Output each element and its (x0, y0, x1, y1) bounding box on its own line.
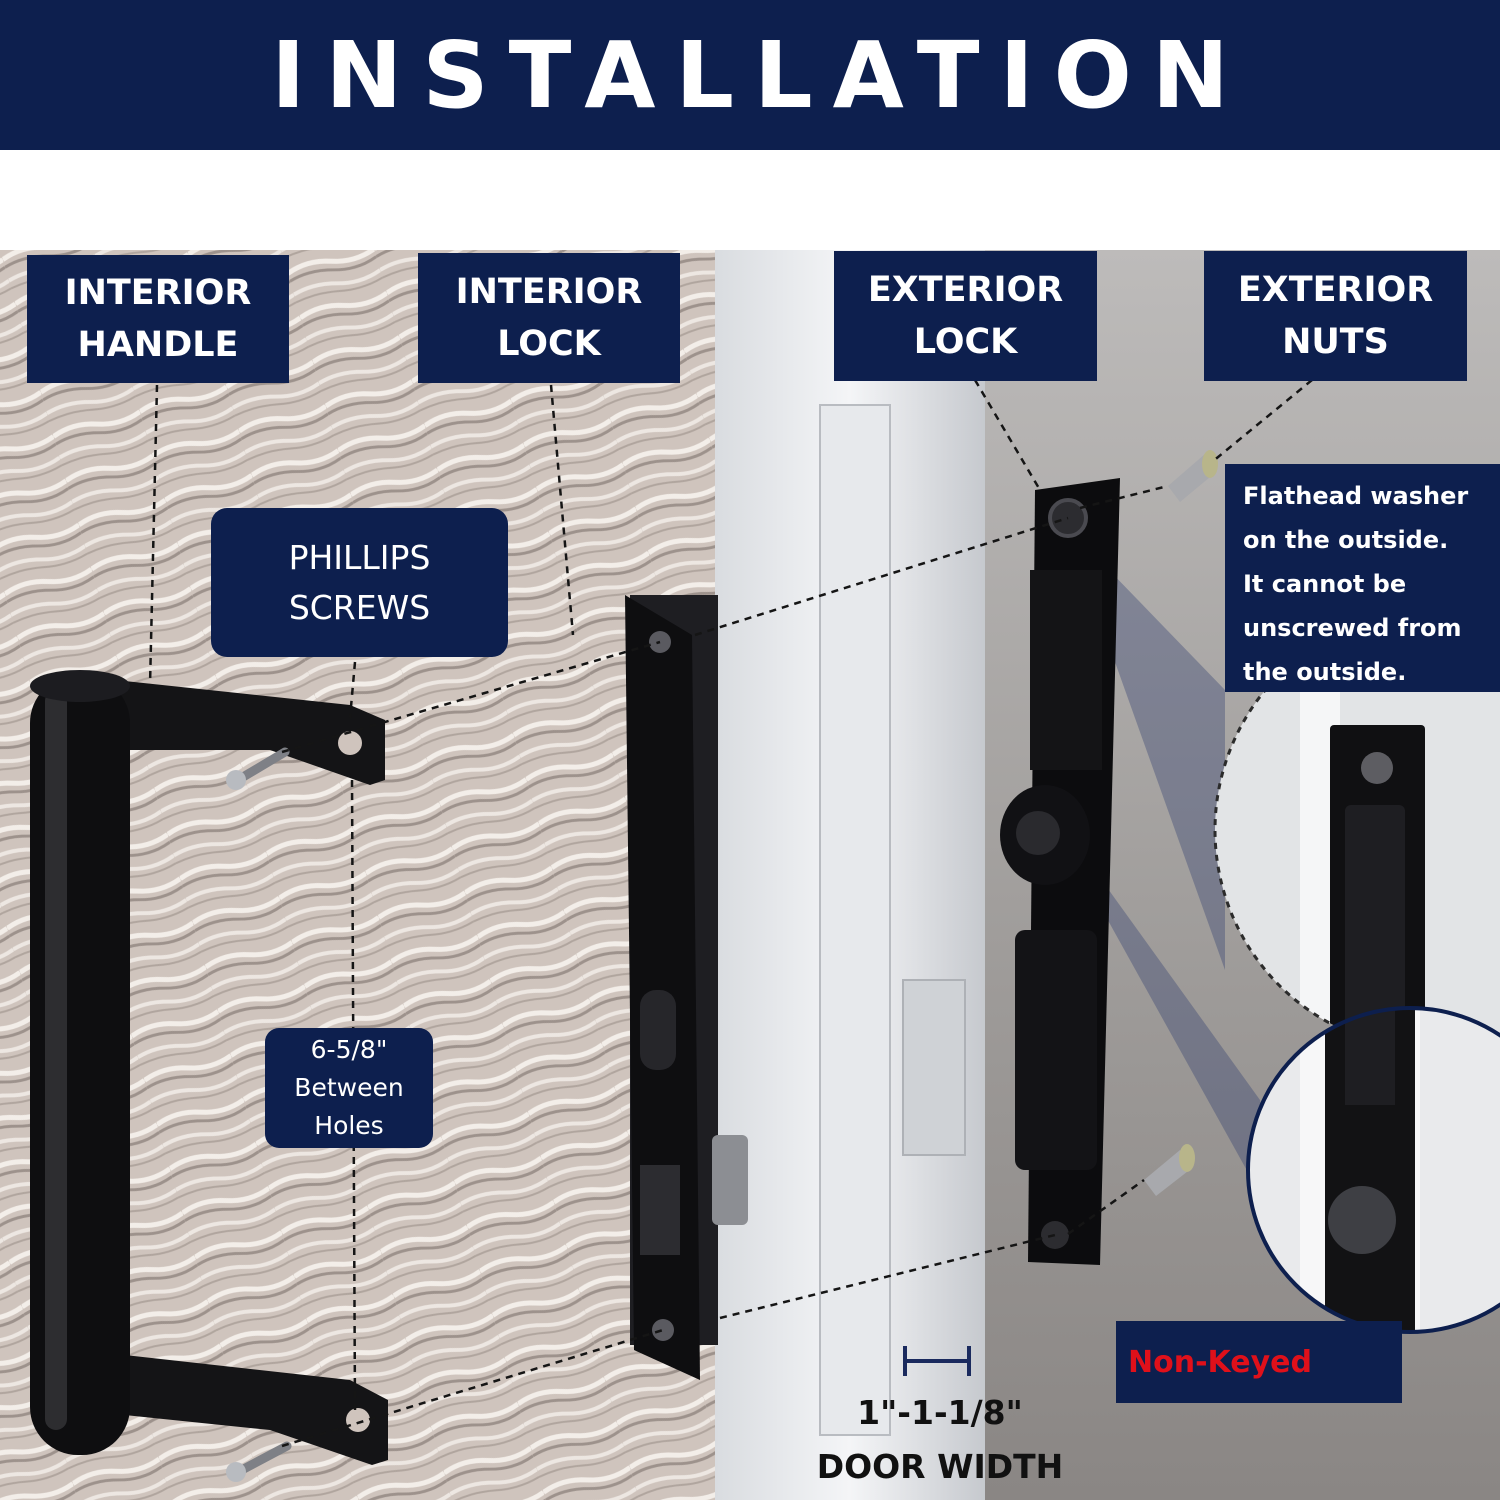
door-width-dimension-icon (903, 1346, 971, 1376)
interior-lock-body (625, 595, 748, 1380)
door-cutout-window (902, 979, 966, 1156)
exterior-nut-top (1168, 450, 1218, 502)
flathead-washer-note: Flathead washer on the outside. It canno… (1225, 464, 1500, 692)
zoom-beam-bottom (1080, 850, 1280, 1230)
phillips-screw-top (226, 747, 290, 790)
exterior-lock-body (1000, 478, 1120, 1265)
label-phillips-screws: PHILLIPS SCREWS (211, 508, 508, 657)
banner-title: INSTALLATION (271, 21, 1249, 129)
title-banner: INSTALLATION (0, 0, 1500, 150)
zoom-inset-bottom (1246, 1006, 1500, 1334)
product-photo (0, 250, 1500, 1500)
non-keyed-badge: Non-Keyed (1116, 1321, 1402, 1403)
label-hole-spacing: 6-5/8" Between Holes (265, 1028, 433, 1148)
phillips-screw-bottom (226, 1441, 292, 1482)
hardware-illustration (0, 250, 1500, 1500)
label-interior-lock: INTERIOR LOCK (418, 253, 680, 383)
label-exterior-lock: EXTERIOR LOCK (834, 251, 1097, 381)
interior-handle (30, 670, 388, 1465)
exterior-nut-bottom (1144, 1144, 1195, 1196)
label-interior-handle: INTERIOR HANDLE (27, 255, 289, 383)
label-exterior-nuts: EXTERIOR NUTS (1204, 251, 1467, 381)
door-width-label: 1"-1-1/8" DOOR WIDTH (816, 1393, 1064, 1486)
door-cutout-slot (819, 404, 891, 1436)
